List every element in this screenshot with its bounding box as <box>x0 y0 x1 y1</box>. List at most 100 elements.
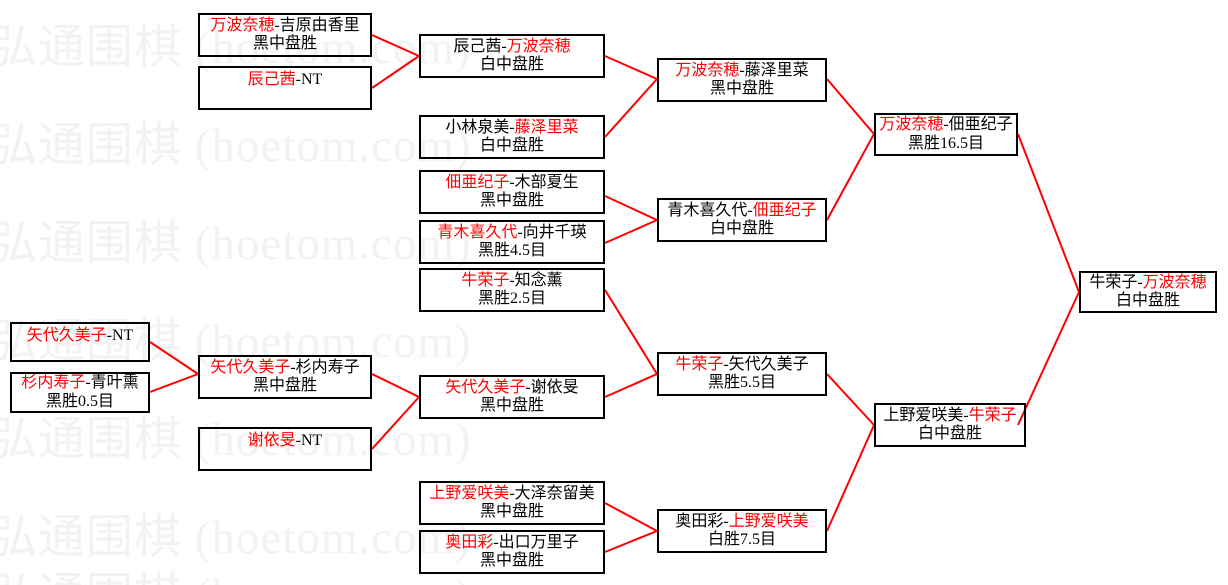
match-result: 黑中盘胜 <box>252 35 317 52</box>
match-result: 白中盘胜 <box>479 137 544 154</box>
player-winner: 矢代久美子 <box>210 358 291 376</box>
player-loser: 牛荣子 <box>1089 273 1138 291</box>
match-result: 黑中盘胜 <box>479 552 544 569</box>
match-players: 青木喜久代-向井千瑛 <box>437 224 586 242</box>
match-box-r2m2[interactable]: 青木喜久代-佃亜纪子 白中盘胜 <box>657 198 827 242</box>
player-loser: 杉内寿子 <box>295 358 360 376</box>
player-loser: 上野爱咲美 <box>883 406 964 424</box>
player-separator: - <box>723 512 729 530</box>
match-box-r4m2[interactable]: 上野爱咲美-牛荣子 白中盘胜 <box>874 403 1026 447</box>
match-players: 牛荣子-矢代久美子 <box>675 356 808 374</box>
player-separator: - <box>509 484 515 502</box>
player-separator: - <box>943 116 949 134</box>
player-loser: 辰己茜 <box>453 37 502 55</box>
player-loser: 向井千瑛 <box>522 223 587 241</box>
match-box-r1m8[interactable]: 杉内寿子-青叶熏 黑胜0.5目 <box>10 372 150 413</box>
match-result: 白胜7.5目 <box>707 531 776 548</box>
player-separator: - <box>525 378 531 396</box>
player-winner: 万波奈穂 <box>879 116 944 134</box>
player-separator: - <box>295 71 301 88</box>
match-box-r3m1[interactable]: 万波奈穂-藤泽里菜 黑中盘胜 <box>657 58 827 102</box>
match-players: 谢依旻-NT <box>248 432 323 450</box>
player-winner: 矢代久美子 <box>445 378 526 396</box>
match-result: 黑胜4.5目 <box>477 242 546 259</box>
match-result: 黑胜2.5目 <box>477 290 546 307</box>
match-players: 万波奈穂-佃亜纪子 <box>879 116 1012 134</box>
match-box-r2m4[interactable]: 矢代久美子-谢依旻 黑中盘胜 <box>419 375 605 419</box>
match-box-r4m1[interactable]: 万波奈穂-佃亜纪子 黑胜16.5目 <box>874 113 1018 156</box>
player-loser: 大泽奈留美 <box>514 484 595 502</box>
match-result: 黑胜5.5目 <box>707 374 776 391</box>
player-separator: - <box>509 173 515 191</box>
match-box-r1m9[interactable]: 谢依旻-NT <box>198 427 372 471</box>
match-players: 青木喜久代-佃亜纪子 <box>667 202 816 220</box>
player-separator: - <box>493 533 499 551</box>
player-separator: - <box>963 406 969 424</box>
watermark-text: 弘通围棋 (hoetom.com) <box>0 512 472 564</box>
match-players: 杉内寿子-青叶熏 <box>21 374 138 392</box>
player-winner: 辰己茜 <box>247 71 296 88</box>
match-players: 奥田彩-出口万里子 <box>445 534 578 552</box>
match-box-r2m3[interactable]: 矢代久美子-杉内寿子 黑中盘胜 <box>198 355 372 399</box>
player-separator: - <box>723 355 729 373</box>
player-loser: NT <box>112 327 134 344</box>
player-loser: 出口万里子 <box>498 533 579 551</box>
player-winner: 万波奈穂 <box>210 16 275 34</box>
player-winner: 青木喜久代 <box>437 223 518 241</box>
player-loser: 青叶熏 <box>90 374 139 392</box>
player-winner: 佃亜纪子 <box>752 201 817 219</box>
match-players: 奥田彩-上野爱咲美 <box>675 513 808 531</box>
player-winner: 奥田彩 <box>445 533 494 551</box>
match-box-r3m2[interactable]: 牛荣子-矢代久美子 黑胜5.5目 <box>657 352 827 396</box>
player-winner: 万波奈穂 <box>1142 273 1207 291</box>
match-box-r1m6[interactable]: 牛荣子-知念薰 黑胜2.5目 <box>419 268 605 312</box>
player-winner: 谢依旻 <box>247 432 296 449</box>
match-box-final[interactable]: 牛荣子-万波奈穂 白中盘胜 <box>1079 271 1217 313</box>
match-box-r1m7[interactable]: 矢代久美子-NT <box>10 322 150 362</box>
player-separator: - <box>295 432 301 449</box>
match-box-r1m2[interactable]: 辰己茜-NT <box>198 66 372 110</box>
player-winner: 矢代久美子 <box>26 327 107 344</box>
watermark-text: 弘通围棋 (hoetom.com) <box>0 218 472 270</box>
match-box-r2m1[interactable]: 辰己茜-万波奈穂 白中盘胜 <box>419 34 605 78</box>
match-box-r1m5[interactable]: 青木喜久代-向井千瑛 黑胜4.5目 <box>419 220 605 264</box>
match-players: 辰己茜-NT <box>248 71 323 89</box>
player-loser: 知念薰 <box>514 271 563 289</box>
match-result: 黑中盘胜 <box>479 397 544 414</box>
watermark-text: 弘通围棋 (hoetom.com) <box>0 120 472 172</box>
match-result: 黑胜16.5目 <box>907 134 984 152</box>
match-players: 小林泉美-藤泽里菜 <box>445 119 578 137</box>
player-loser: 藤泽里菜 <box>744 61 809 79</box>
player-winner: 万波奈穂 <box>675 61 740 79</box>
match-box-r1m4[interactable]: 佃亜纪子-木部夏生 黑中盘胜 <box>419 170 605 214</box>
player-loser: NT <box>301 432 323 449</box>
match-box-r1m11[interactable]: 奥田彩-出口万里子 黑中盘胜 <box>419 530 605 574</box>
match-players: 万波奈穂-吉原由香里 <box>210 17 359 35</box>
match-result: 黑中盘胜 <box>479 503 544 520</box>
match-players: 牛荣子-万波奈穂 <box>1089 274 1206 292</box>
match-box-r1m10[interactable]: 上野爱咲美-大泽奈留美 黑中盘胜 <box>419 481 605 525</box>
player-winner: 上野爱咲美 <box>728 512 809 530</box>
player-separator: - <box>509 271 515 289</box>
match-box-r2m5[interactable]: 奥田彩-上野爱咲美 白胜7.5目 <box>657 509 827 553</box>
player-loser: 吉原由香里 <box>279 16 360 34</box>
watermark-text: 弘通围棋 (hoetom.com) <box>0 556 472 585</box>
match-players: 上野爱咲美-大泽奈留美 <box>429 485 594 503</box>
match-players: 矢代久美子-谢依旻 <box>445 379 578 397</box>
match-box-r1m3[interactable]: 小林泉美-藤泽里菜 白中盘胜 <box>419 115 605 159</box>
match-players: 万波奈穂-藤泽里菜 <box>675 62 808 80</box>
match-result: 黑中盘胜 <box>479 192 544 209</box>
match-box-r1m1[interactable]: 万波奈穂-吉原由香里 黑中盘胜 <box>198 13 372 57</box>
player-winner: 牛荣子 <box>461 271 510 289</box>
match-result: 白中盘胜 <box>479 56 544 73</box>
match-players: 牛荣子-知念薰 <box>461 272 562 290</box>
player-winner: 牛荣子 <box>968 406 1017 424</box>
player-separator: - <box>501 37 507 55</box>
player-winner: 牛荣子 <box>675 355 724 373</box>
match-result: 白中盘胜 <box>1115 292 1180 309</box>
player-separator: - <box>290 358 296 376</box>
player-loser: 小林泉美 <box>445 118 510 136</box>
match-players: 矢代久美子-杉内寿子 <box>210 359 359 377</box>
player-separator: - <box>106 327 112 344</box>
